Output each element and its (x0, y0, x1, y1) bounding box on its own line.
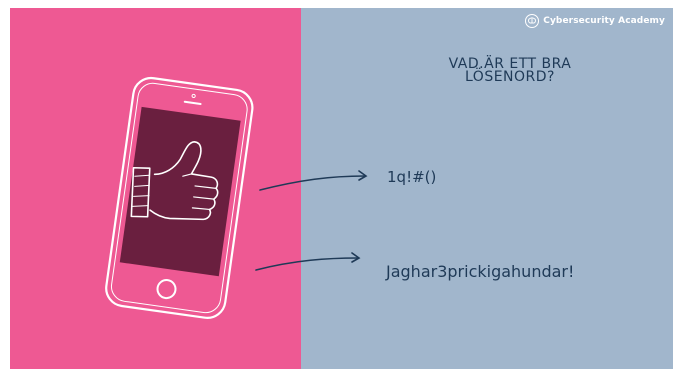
weak-password-example: 1q!#() (387, 168, 437, 186)
arrow-weak (259, 170, 368, 191)
brand-name: Cybersecurity Academy (543, 16, 665, 26)
speaker-grill (183, 100, 202, 105)
strong-password-example: Jaghar3prickigahundar! (386, 262, 575, 281)
home-button (156, 279, 177, 300)
heading-line-1: VAD.ÄR ETT BRA (448, 56, 572, 72)
camera (191, 93, 196, 99)
slide-heading: VAD.ÄR ETT BRA LÖSENORD? (390, 56, 630, 85)
smartphone-icon (105, 76, 254, 319)
brand: Cybersecurity Academy (525, 14, 665, 28)
right-panel (301, 8, 673, 369)
slide: Cybersecurity Academy VAD.ÄR ETT BRA LÖS… (10, 8, 673, 369)
illustration (105, 76, 368, 319)
brain-icon (525, 14, 540, 28)
phone-screen (119, 106, 241, 277)
thumbs-up-icon (130, 141, 219, 221)
heading-line-2: LÖSENORD? (465, 69, 555, 85)
arrow-strong (255, 252, 361, 271)
